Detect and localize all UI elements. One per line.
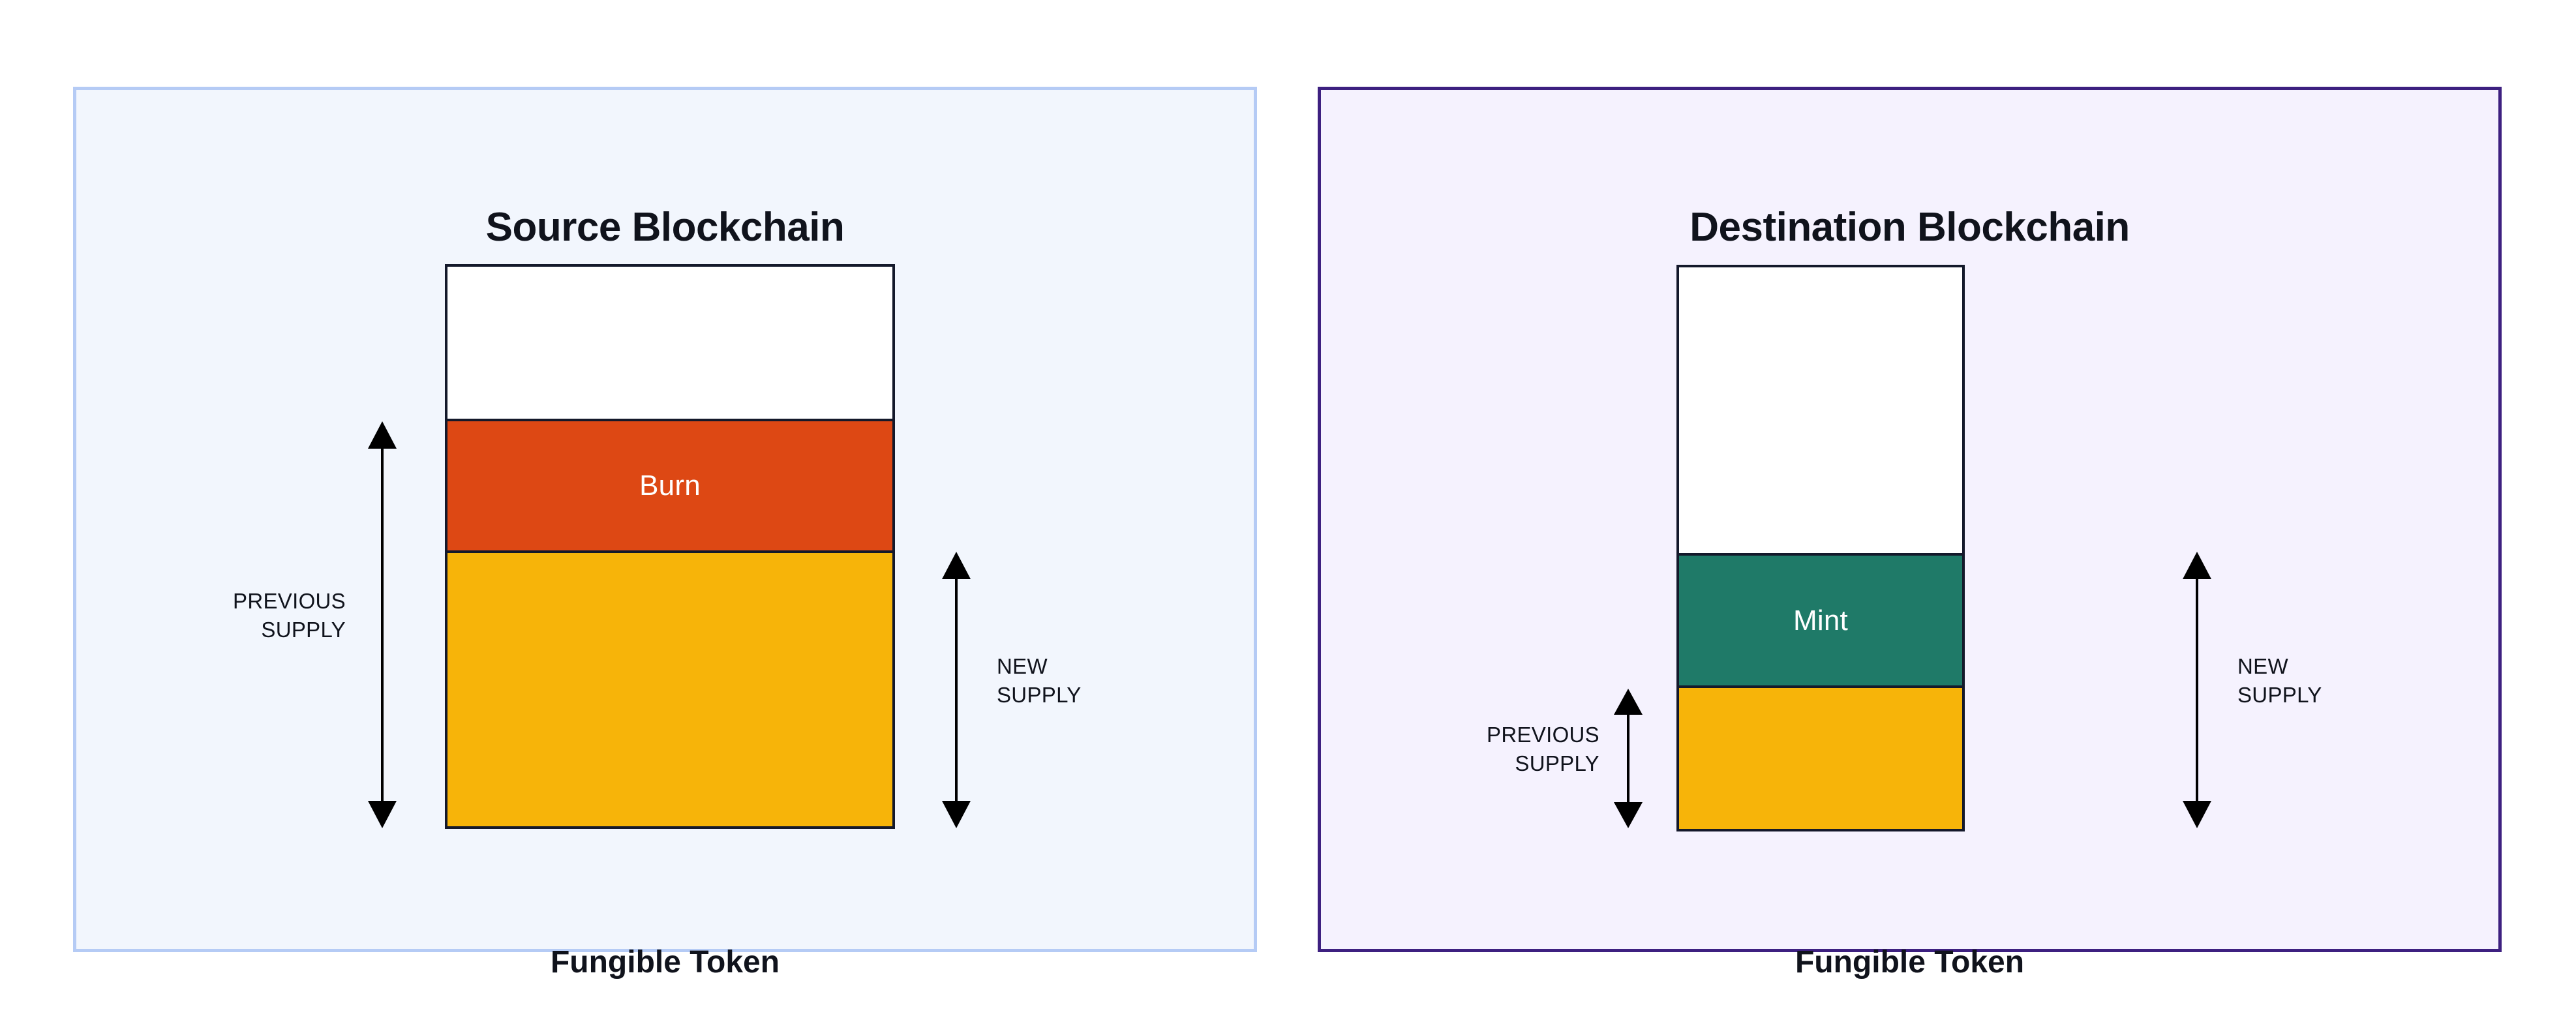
destination-panel-footer-label: Fungible Token [1795,945,2025,980]
source-token-supply-bar: Burn [445,264,895,829]
source-panel-title: Source Blockchain [485,205,845,250]
source-remaining-supply-segment [445,553,895,829]
source-new-supply-label: NEW SUPPLY [997,654,1082,707]
destination-new-supply-label: NEW SUPPLY [2237,654,2322,707]
destination-previous-supply-label: PREVIOUS SUPPLY [1487,723,1599,775]
source-panel-footer-label: Fungible Token [550,945,780,980]
source-burn-label: Burn [639,470,701,502]
source-previous-supply-measure [364,421,401,828]
source-new-supply-measure [938,552,975,828]
source-burn-segment: Burn [445,419,895,553]
destination-mint-segment: Mint [1676,553,1965,688]
destination-token-supply-bar: Mint [1676,265,1965,831]
destination-existing-supply-segment [1676,688,1965,831]
destination-previous-supply-measure [1610,689,1646,828]
destination-mint-label: Mint [1793,604,1848,636]
source-previous-supply-label: PREVIOUS SUPPLY [233,589,346,642]
destination-new-supply-measure [2179,552,2215,828]
destination-panel-title: Destination Blockchain [1690,205,2130,250]
